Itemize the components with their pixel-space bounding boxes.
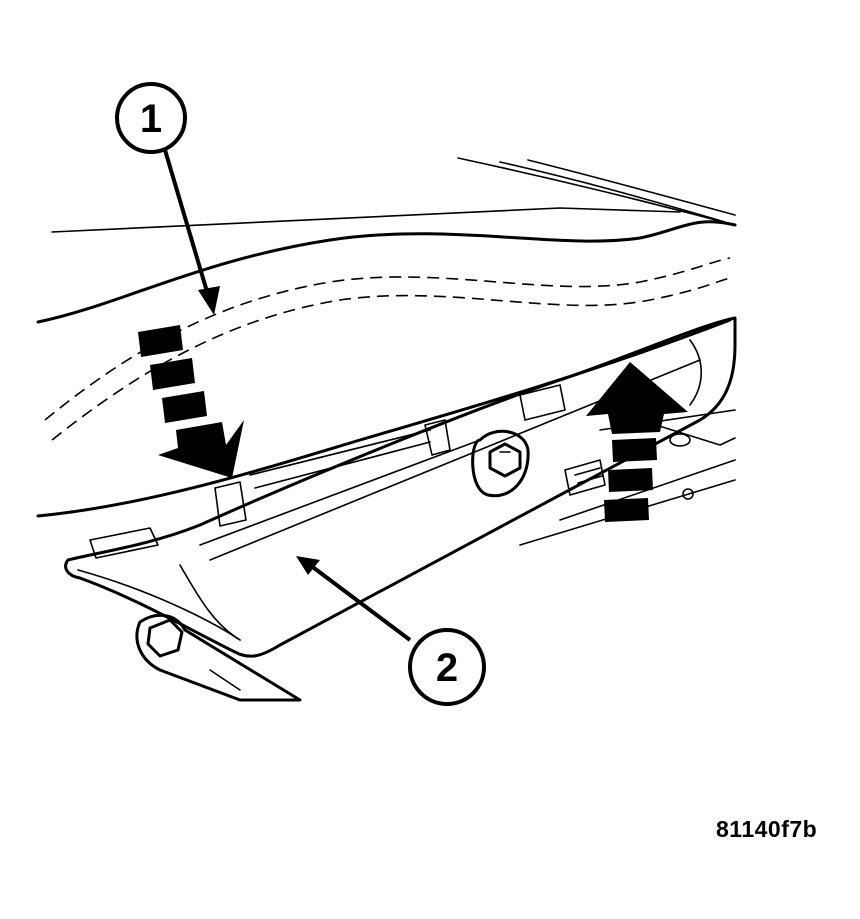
callout-1: 1: [115, 82, 187, 154]
callout-1-leader: [163, 149, 220, 315]
callout-2-leader: [296, 556, 412, 642]
arrow-down-icon: [138, 325, 244, 478]
callout-2: 2: [408, 628, 486, 706]
tube-bar: [135, 613, 302, 702]
figure-id: 81140f7b: [716, 816, 818, 842]
callout-2-label: 2: [436, 646, 458, 690]
callout-1-label: 1: [140, 97, 162, 141]
arrow-up-icon: [586, 362, 688, 522]
